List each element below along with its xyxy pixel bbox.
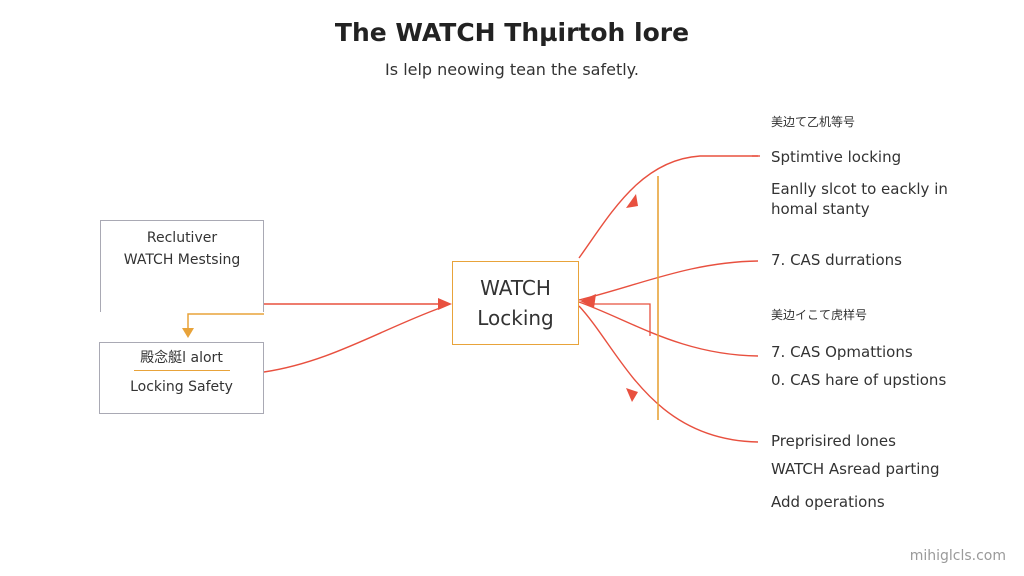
- right-item-watch-asread: WATCH Asread parting: [771, 460, 940, 478]
- right-item-homal: homal stanty: [771, 200, 870, 218]
- center-box-line2: Locking: [477, 306, 554, 330]
- diagram-subtitle: Is lelp neowing tean the safetly.: [385, 60, 639, 79]
- arrow-bottom-box-to-center: [263, 307, 441, 373]
- arrowhead-sptimtive-back: [626, 194, 638, 208]
- right-heading-2: 美边イこて虎样号: [771, 308, 868, 322]
- curve-to-preprisired: [578, 305, 759, 443]
- arrowhead-top-to-center: [438, 298, 452, 310]
- right-item-durrations: 7. CAS durrations: [771, 251, 902, 269]
- red-bracket: [588, 303, 651, 336]
- watermark: mihiglcls.com: [909, 548, 1006, 564]
- center-box: WATCH Locking: [452, 261, 579, 345]
- right-item-add-operations: Add operations: [771, 493, 885, 511]
- left-bottom-box: 殿念艇l alort Locking Safety: [99, 342, 264, 414]
- left-bottom-box-line2: Locking Safety: [130, 379, 233, 395]
- orange-arrowhead-left: [182, 328, 194, 338]
- left-top-box: Reclutiver WATCH Mestsing: [100, 220, 264, 312]
- right-item-eanlly: Eanlly slcot to eackly in: [771, 180, 948, 198]
- right-item-opmattions: 7. CAS Opmattions: [771, 343, 913, 361]
- right-item-preprisired: Preprisired lones: [771, 432, 896, 450]
- curve-to-opmattions: [578, 301, 759, 357]
- diagram-title: The WATCH Thµirtoh lore: [334, 18, 690, 47]
- right-item-hare: 0. CAS hare of upstions: [771, 371, 947, 389]
- arrowhead-preprisired-back: [626, 388, 638, 402]
- left-bottom-box-line1: 殿念艇l alort: [140, 350, 223, 366]
- left-top-box-line1: Reclutiver: [146, 230, 218, 246]
- left-top-box-line2: WATCH Mestsing: [123, 252, 241, 268]
- left-bottom-box-divider: [133, 370, 230, 371]
- right-item-sptimtive: Sptimtive locking: [771, 148, 902, 166]
- curve-to-durrations: [578, 260, 759, 301]
- center-box-line1: WATCH: [480, 276, 551, 300]
- right-heading-1: 美边て乙机等号: [771, 115, 856, 129]
- curve-to-sptimtive: [578, 155, 758, 259]
- orange-connector-left: [187, 313, 264, 330]
